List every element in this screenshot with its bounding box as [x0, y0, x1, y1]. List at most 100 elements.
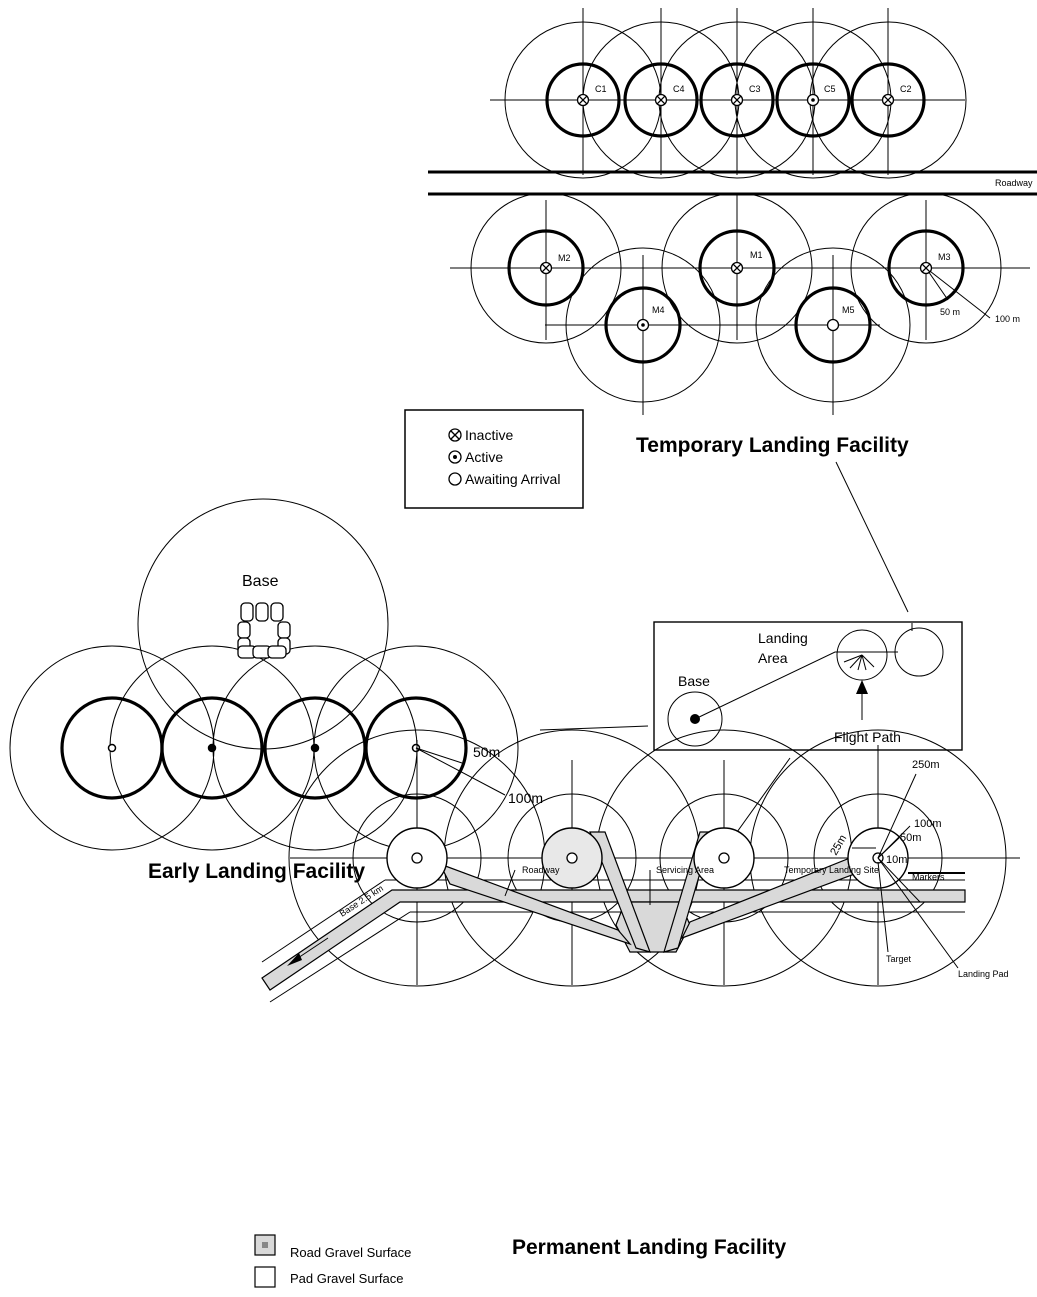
distance-label-100m: 100 m	[995, 314, 1020, 324]
permanent-landing-facility: 250m 100m 50m 10m 25m Markers Target Lan…	[261, 729, 1020, 1259]
distance-label-50m: 50m	[473, 744, 500, 760]
pad-outer-ring	[755, 247, 911, 403]
radius-50-line	[415, 747, 463, 764]
pad-inner-ring	[887, 229, 965, 307]
early-landing-facility: Base 50m 100m Early Landing Facility	[9, 498, 543, 883]
pad-inner-ring	[794, 286, 872, 364]
spoke-road	[438, 862, 632, 946]
early-base-label: Base	[242, 573, 279, 590]
pad-inner-ring	[699, 62, 775, 138]
pad-outer-ring	[470, 192, 622, 344]
inset-base-ring	[667, 691, 723, 747]
radius-250-line	[877, 773, 917, 859]
distance-label-25m: 25m	[828, 833, 849, 858]
servicing-area-label: Servicing Area	[656, 865, 714, 875]
distance-label-250m: 250m	[912, 759, 940, 771]
road-gravel-swatch-texture	[262, 1242, 268, 1248]
roadway-label: Roadway	[522, 865, 560, 875]
pad-inner-ring	[545, 62, 621, 138]
pad-outer-ring	[661, 192, 813, 344]
distance-label-50m: 50 m	[940, 307, 960, 317]
inset-base-label: Base	[678, 673, 710, 689]
pad-outer-ring	[850, 192, 1002, 344]
base-arrow-icon	[287, 953, 302, 966]
roadway-edge	[261, 879, 386, 963]
roadway-edge	[269, 911, 411, 1003]
status-legend: Inactive Active Awaiting Arrival	[404, 409, 584, 509]
inactive-marker-icon	[730, 261, 744, 275]
pad-marker-icon	[107, 743, 117, 753]
inset-temp-ring	[894, 627, 944, 677]
temporary-landing-facility: Roadway 50 m 100 m	[428, 8, 1037, 457]
overview-inset: Base Landing Area Flight Path	[653, 621, 963, 751]
pad-inner-ring	[160, 696, 264, 800]
inset-flight-line	[694, 651, 898, 720]
inset-approach-fan-icon	[843, 654, 875, 671]
pad-marker-icon	[207, 743, 217, 753]
temporary-site-label: Temporary Landing Site	[784, 865, 879, 875]
awaiting-marker-icon	[826, 318, 840, 332]
inactive-icon	[448, 428, 462, 442]
base-arrow-line	[294, 937, 329, 961]
inset-arrow-up-icon	[856, 680, 868, 694]
target-icon	[718, 852, 730, 864]
radius-100-line	[415, 747, 506, 796]
inactive-marker-icon	[881, 93, 895, 107]
pad-inner-ring	[698, 229, 776, 307]
pad-label: C1	[595, 84, 607, 94]
target-label: Target	[886, 954, 912, 964]
pad-inner-ring	[364, 696, 468, 800]
legend-box	[404, 409, 584, 509]
inset-landing-label-1: Landing	[758, 630, 808, 646]
radius-100-line	[925, 267, 991, 319]
markers-leader	[877, 857, 921, 903]
pad-label: C4	[673, 84, 685, 94]
temporary-facility-title: Temporary Landing Facility	[636, 434, 909, 457]
active-marker-icon	[636, 318, 650, 332]
pad-inner-ring	[604, 286, 682, 364]
inactive-marker-icon	[576, 93, 590, 107]
active-marker-icon	[806, 93, 820, 107]
roadway-leader	[504, 869, 516, 897]
inset-flight-path-label: Flight Path	[834, 729, 901, 745]
pad-label: M3	[938, 252, 951, 262]
inactive-marker-icon	[919, 261, 933, 275]
target-icon	[566, 852, 578, 864]
pad-label: M5	[842, 305, 855, 315]
permanent-facility-title: Permanent Landing Facility	[512, 1236, 787, 1259]
inset-box	[653, 621, 963, 751]
pad-label: M4	[652, 305, 665, 315]
pad-outer-ring	[565, 247, 721, 403]
pad-label: C3	[749, 84, 761, 94]
radius-50-line	[877, 837, 900, 859]
pad-label: C5	[824, 84, 836, 94]
distance-label-10m: 10m	[886, 854, 907, 866]
spoke-road	[589, 831, 651, 953]
pad-inner-ring	[623, 62, 699, 138]
pad-inner-ring	[775, 62, 851, 138]
legend-active-label: Active	[465, 449, 503, 465]
distance-label-100m: 100m	[914, 818, 942, 830]
pad-gravel-label: Pad Gravel Surface	[290, 1271, 403, 1286]
inactive-marker-icon	[730, 93, 744, 107]
road-gravel-label: Road Gravel Surface	[290, 1245, 411, 1260]
awaiting-icon	[448, 472, 462, 486]
connector-line	[835, 461, 909, 613]
distance-label-50m: 50m	[900, 832, 921, 844]
surface-legend: Road Gravel Surface Pad Gravel Surface	[254, 1234, 411, 1288]
target-icon	[411, 852, 423, 864]
pad-label: M1	[750, 250, 763, 260]
inset-landing-label-2: Area	[758, 650, 788, 666]
roadway-label: Roadway	[995, 178, 1033, 188]
pad-gravel-swatch	[254, 1266, 276, 1288]
legend-awaiting-label: Awaiting Arrival	[465, 471, 560, 487]
pad-label: C2	[900, 84, 912, 94]
distance-label-100m: 100m	[508, 790, 543, 806]
roadway-surface	[261, 889, 966, 991]
connector-line	[539, 725, 649, 731]
target-leader	[877, 861, 889, 953]
markers-label: Markers	[912, 872, 945, 882]
legend-inactive-label: Inactive	[465, 427, 513, 443]
pad-inner-ring	[850, 62, 926, 138]
active-icon	[448, 450, 462, 464]
